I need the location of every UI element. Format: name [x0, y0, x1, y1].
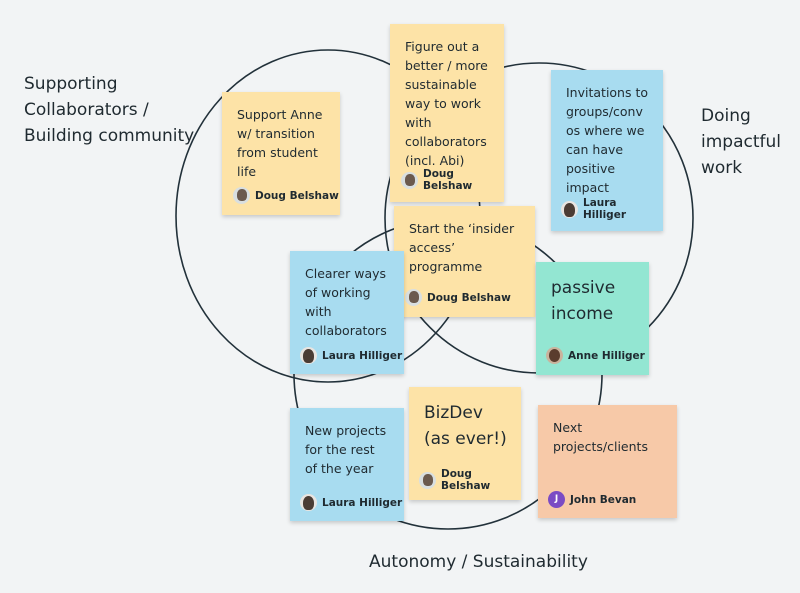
sticky-note[interactable]: BizDev (as ever!) Doug Belshaw: [409, 387, 521, 500]
note-text: Support Anne w/ transition from student …: [237, 107, 323, 179]
note-author: Anne Hilliger: [546, 347, 645, 364]
sticky-note[interactable]: Next projects/clients J John Bevan: [538, 405, 677, 518]
sticky-note[interactable]: Invitations to groups/conv os where we c…: [551, 70, 663, 231]
note-text: Next projects/clients: [553, 420, 648, 454]
note-text: New projects for the rest of the year: [305, 423, 387, 476]
author-name: Laura Hilliger: [322, 496, 403, 509]
author-name: Laura Hilliger: [583, 197, 626, 221]
sticky-note[interactable]: Clearer ways of working with collaborato…: [290, 251, 404, 374]
note-author: Doug Belshaw: [233, 187, 339, 204]
note-author: Laura Hilliger: [300, 494, 402, 511]
avatar: [561, 200, 578, 218]
author-name: Laura Hilliger: [322, 349, 403, 362]
avatar: [405, 289, 422, 306]
sticky-note[interactable]: Figure out a better / more sustainable w…: [390, 24, 504, 202]
author-name: Doug Belshaw: [427, 291, 511, 304]
label-supporting-collaborators: Supporting Collaborators / Building comm…: [24, 74, 195, 146]
note-author: J John Bevan: [548, 491, 636, 508]
sticky-note[interactable]: Start the ‘insider access’ programme Dou…: [394, 206, 535, 317]
label-autonomy-sustainability: Autonomy / Sustainability: [369, 552, 588, 572]
avatar: [546, 347, 563, 364]
note-text: BizDev (as ever!): [424, 403, 507, 449]
note-author: Doug Belshaw: [419, 468, 521, 492]
author-name: John Bevan: [570, 493, 637, 506]
avatar: [300, 494, 317, 511]
note-text: Start the ‘insider access’ programme: [409, 221, 515, 274]
note-author: Doug Belshaw: [401, 168, 504, 192]
author-name: Anne Hilliger: [568, 349, 645, 362]
author-name: Doug Belshaw: [255, 189, 339, 202]
avatar: [300, 347, 317, 364]
note-text: passive income: [551, 278, 616, 324]
note-author: Laura Hilliger: [300, 347, 402, 364]
sticky-note[interactable]: passive income Anne Hilliger: [536, 262, 649, 375]
avatar: [233, 187, 250, 204]
sticky-note[interactable]: New projects for the rest of the year La…: [290, 408, 404, 521]
note-text: Figure out a better / more sustainable w…: [405, 39, 488, 168]
author-name: Doug Belshaw: [423, 168, 473, 192]
author-name: Doug Belshaw: [441, 468, 491, 492]
avatar: J: [548, 491, 565, 508]
note-text: Invitations to groups/conv os where we c…: [566, 85, 649, 195]
note-author: Laura Hilliger: [561, 197, 663, 221]
note-author: Doug Belshaw: [405, 289, 511, 306]
avatar: [401, 171, 418, 189]
avatar: [419, 471, 436, 489]
sticky-note[interactable]: Support Anne w/ transition from student …: [222, 92, 340, 215]
note-text: Clearer ways of working with collaborato…: [305, 266, 387, 338]
label-doing-impactful-work: Doing impactful work: [701, 106, 781, 178]
